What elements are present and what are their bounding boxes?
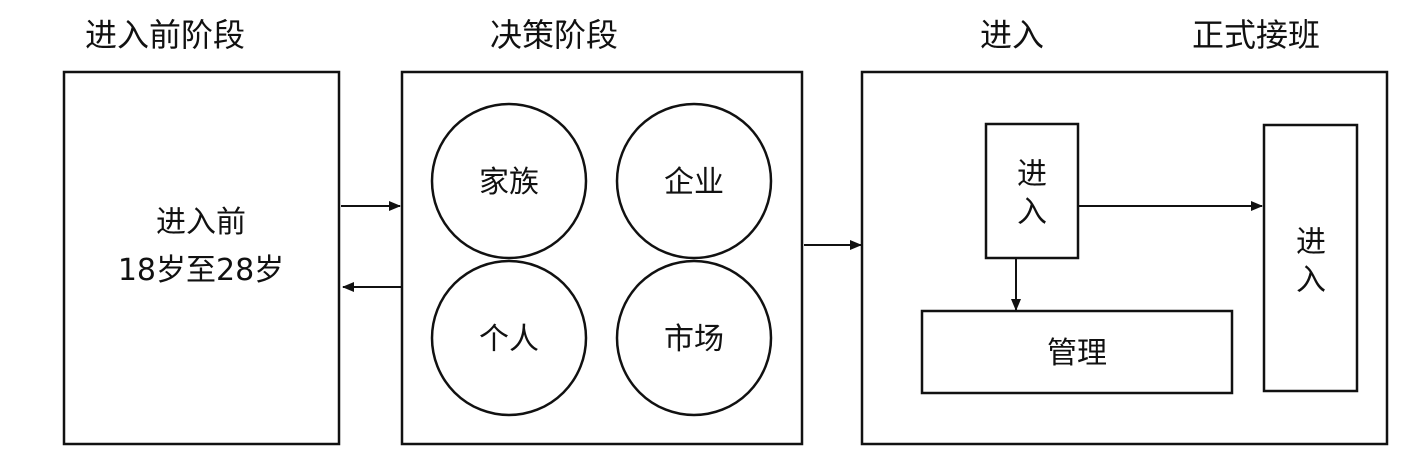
factor-enterprise-label: 企业 bbox=[664, 165, 724, 200]
entry-sub-box bbox=[984, 122, 1080, 260]
factor-circle-enterprise bbox=[615, 102, 773, 260]
management-box bbox=[920, 309, 1234, 395]
pre-entry-box bbox=[62, 70, 341, 446]
entry-sub-char2: 入 bbox=[1017, 195, 1047, 230]
header-entry-stage: 进入 bbox=[980, 16, 1044, 54]
entry-sub-char1: 进 bbox=[1017, 157, 1047, 192]
factor-market-label: 市场 bbox=[664, 322, 724, 357]
factor-family-label: 家族 bbox=[479, 165, 539, 200]
factor-circle-market bbox=[615, 259, 773, 417]
header-decision-stage: 决策阶段 bbox=[490, 16, 618, 54]
final-entry-char2: 入 bbox=[1296, 263, 1326, 298]
management-label: 管理 bbox=[1047, 336, 1107, 371]
factor-circle-individual bbox=[430, 259, 588, 417]
final-entry-char1: 进 bbox=[1296, 225, 1326, 260]
factor-individual-label: 个人 bbox=[479, 322, 539, 357]
pre-entry-age-range: 18岁至28岁 bbox=[118, 253, 284, 288]
header-formal-takeover-stage: 正式接班 bbox=[1192, 16, 1320, 54]
final-entry-box bbox=[1262, 123, 1359, 393]
pre-entry-label: 进入前 bbox=[156, 205, 246, 240]
header-pre-entry-stage: 进入前阶段 bbox=[85, 16, 245, 54]
factor-circle-family bbox=[430, 102, 588, 260]
